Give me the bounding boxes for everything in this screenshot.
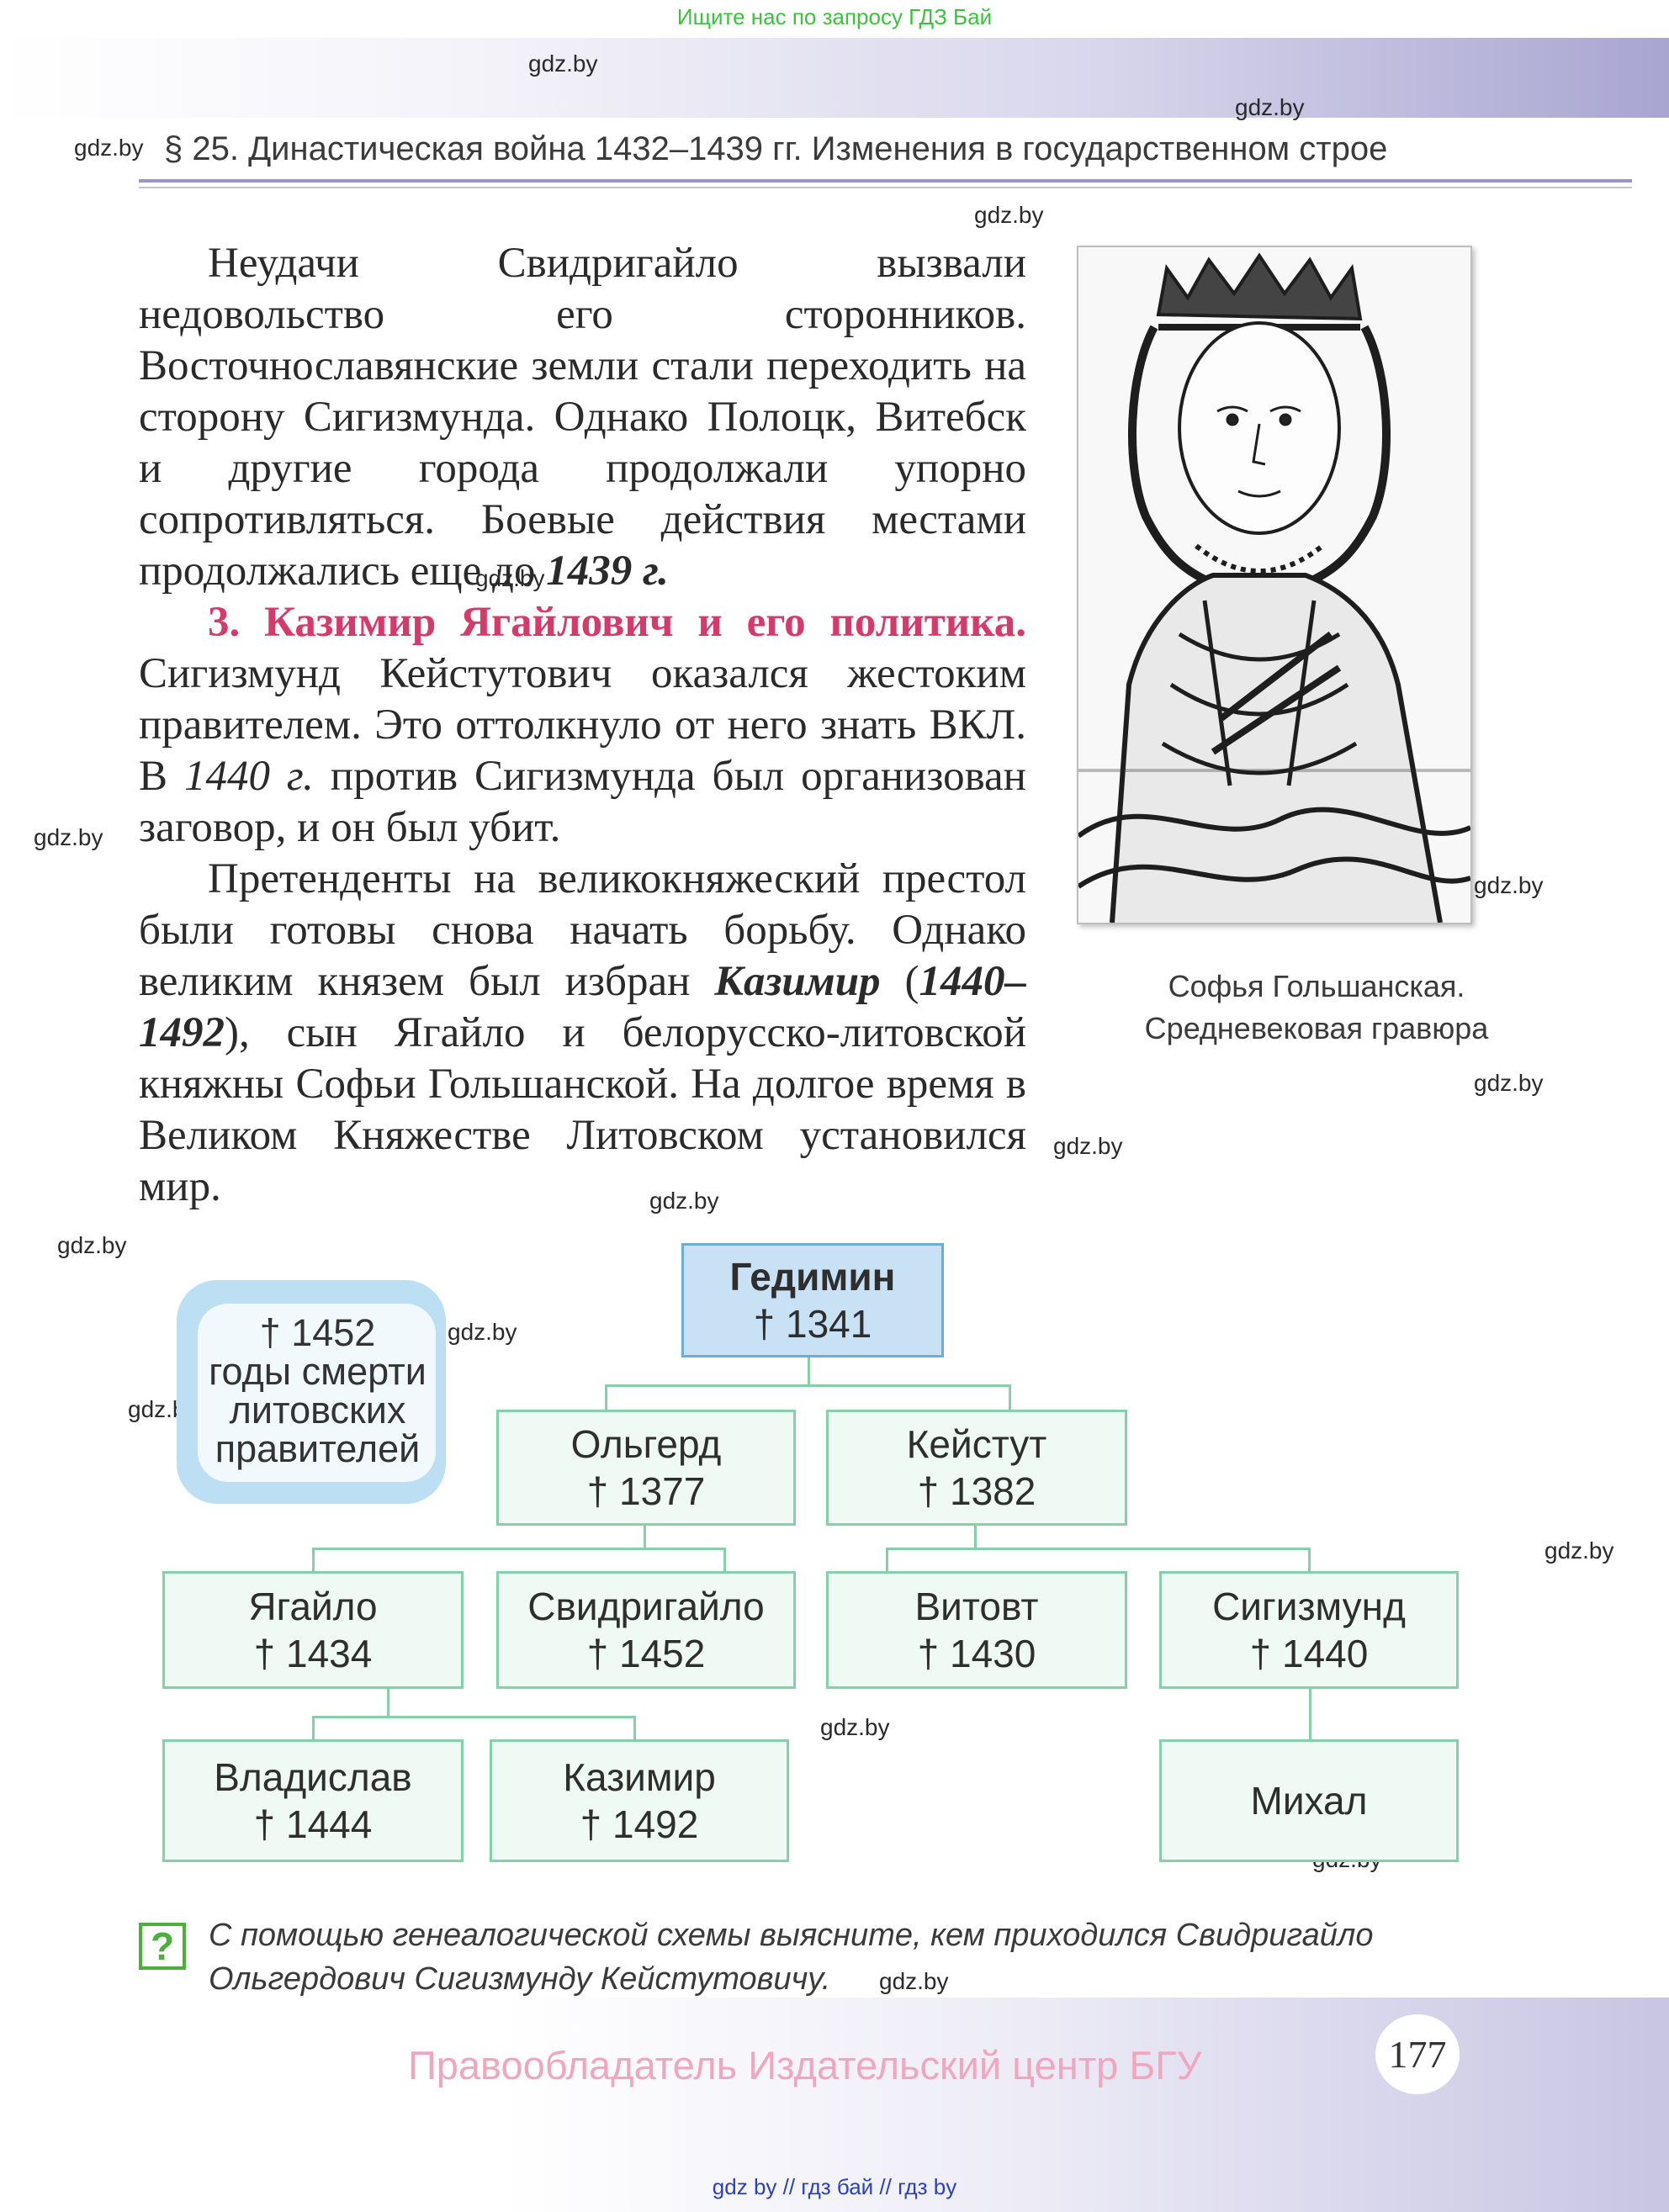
top-search-hint[interactable]: Ищите нас по запросу ГДЗ Бай	[676, 4, 993, 29]
tree-connector	[1309, 1687, 1311, 1741]
watermark: gdz.by	[448, 1319, 517, 1345]
tree-node-yagailo: Ягайло † 1434	[162, 1571, 464, 1689]
tree-connector	[886, 1548, 1311, 1550]
node-death-year: † 1444	[253, 1802, 373, 1846]
top-banner	[0, 38, 1669, 118]
tree-node-kazimir: Казимир † 1492	[490, 1739, 789, 1862]
node-death-year: † 1430	[917, 1632, 1036, 1675]
page-number: 177	[1375, 2014, 1460, 2094]
watermark: gdz.by	[528, 50, 598, 77]
tree-connector	[605, 1384, 607, 1411]
body-text: Неудачи Свидригайло вызвали недовольство…	[139, 238, 1026, 1213]
paragraph: Неудачи Свидригайло вызвали недовольство…	[139, 240, 1026, 595]
tree-node-mikhal: Михал	[1159, 1739, 1459, 1862]
tree-connector	[974, 1524, 977, 1549]
watermark: gdz.by	[1544, 1537, 1614, 1564]
tree-connector	[312, 1716, 315, 1741]
engraving-image	[1078, 247, 1470, 923]
tree-node-keistut: Кейстут † 1382	[826, 1410, 1127, 1526]
tree-connector	[644, 1524, 646, 1549]
node-death-year: † 1492	[580, 1802, 699, 1846]
watermark: gdz.by	[1053, 1133, 1123, 1159]
section-subtitle: 3. Казимир Ягайлович и его политика.	[208, 599, 1026, 646]
watermark: gdz.by	[1474, 1070, 1544, 1096]
watermark: gdz.by	[879, 1968, 949, 1994]
watermark: gdz.by	[475, 565, 545, 591]
tree-connector	[1308, 1548, 1311, 1573]
tree-connector	[633, 1716, 636, 1741]
watermark: gdz.by	[649, 1188, 719, 1214]
tree-connector	[723, 1548, 726, 1573]
node-name: Кейстут	[906, 1422, 1047, 1466]
node-death-year: † 1452	[586, 1632, 706, 1675]
legend-line: годы смерти	[209, 1350, 427, 1393]
header-rule-thin	[139, 187, 1632, 188]
tree-connector	[886, 1548, 888, 1573]
date-highlight: 1439 г.	[546, 548, 669, 595]
watermark: gdz.by	[34, 824, 103, 850]
node-name: Казимир	[563, 1755, 716, 1799]
legend-text: † 1452 годы смерти литовских правителей	[189, 1314, 446, 1468]
header-rule	[139, 179, 1632, 183]
portrait-engraving	[1077, 246, 1472, 924]
copyright-notice: Правообладатель Издательский центр БГУ	[408, 2043, 1202, 2088]
watermark: gdz.by	[820, 1714, 890, 1740]
name-highlight: Казимир	[714, 958, 881, 1005]
node-death-year: † 1341	[753, 1302, 872, 1346]
years-highlight: 1440–1492	[139, 958, 1027, 1056]
node-name: Михал	[1250, 1779, 1368, 1823]
legend-line: литовских	[229, 1389, 406, 1431]
node-name: Гедимин	[729, 1255, 896, 1299]
tree-node-vladislav: Владислав † 1444	[162, 1739, 464, 1862]
watermark: gdz.by	[974, 202, 1044, 228]
watermark: gdz.by	[1235, 94, 1305, 120]
question-text: С помощью генеалогической схемы выясните…	[209, 1918, 1374, 1997]
tree-connector	[312, 1548, 726, 1550]
section-header: § 25. Династическая война 1432–1439 гг. …	[164, 130, 1388, 167]
tree-node-gedimin: Гедимин † 1341	[681, 1243, 944, 1357]
watermark: gdz.by	[57, 1232, 127, 1258]
footer-links[interactable]: gdz by // гдз бай // гдз by	[712, 2174, 957, 2199]
question-icon: ?	[139, 1923, 186, 1970]
node-death-year: † 1440	[1249, 1632, 1369, 1675]
node-death-year: † 1377	[586, 1469, 706, 1513]
legend-line: † 1452	[259, 1311, 376, 1354]
node-name: Свидригайло	[527, 1585, 765, 1628]
tree-connector	[312, 1716, 636, 1718]
figure-caption: Софья Гольшанская. Средневековая гравюра	[1073, 966, 1560, 1050]
node-death-year: † 1382	[917, 1469, 1036, 1513]
tree-node-svidrigailo: Свидригайло † 1452	[496, 1571, 796, 1689]
legend-inner	[198, 1304, 436, 1482]
caption-line: Софья Гольшанская.	[1168, 969, 1465, 1003]
tree-connector	[808, 1356, 810, 1386]
watermark: gdz.by	[1474, 872, 1544, 898]
date-highlight: 1440 г.	[183, 753, 314, 800]
node-name: Ольгерд	[570, 1422, 722, 1466]
tree-node-sigizmund: Сигизмунд † 1440	[1159, 1571, 1459, 1689]
node-name: Владислав	[214, 1755, 412, 1799]
caption-line: Средневековая гравюра	[1144, 1011, 1489, 1045]
tree-connector	[387, 1687, 389, 1717]
node-name: Сигизмунд	[1212, 1585, 1406, 1628]
tree-node-vitovt: Витовт † 1430	[826, 1571, 1127, 1689]
watermark: gdz.by	[74, 135, 144, 161]
node-name: Ягайло	[248, 1585, 378, 1628]
node-name: Витовт	[914, 1585, 1039, 1628]
node-death-year: † 1434	[253, 1632, 373, 1675]
tree-connector	[1009, 1384, 1011, 1411]
tree-connector	[312, 1548, 315, 1573]
paragraph: 3. Казимир Ягайлович и его политика. Сиг…	[139, 599, 1026, 851]
paragraph: Претенденты на великокняжеский престол б…	[139, 855, 1027, 1210]
legend-line: правителей	[215, 1427, 421, 1470]
tree-node-olgerd: Ольгерд † 1377	[496, 1410, 796, 1526]
tree-connector	[605, 1384, 1010, 1387]
